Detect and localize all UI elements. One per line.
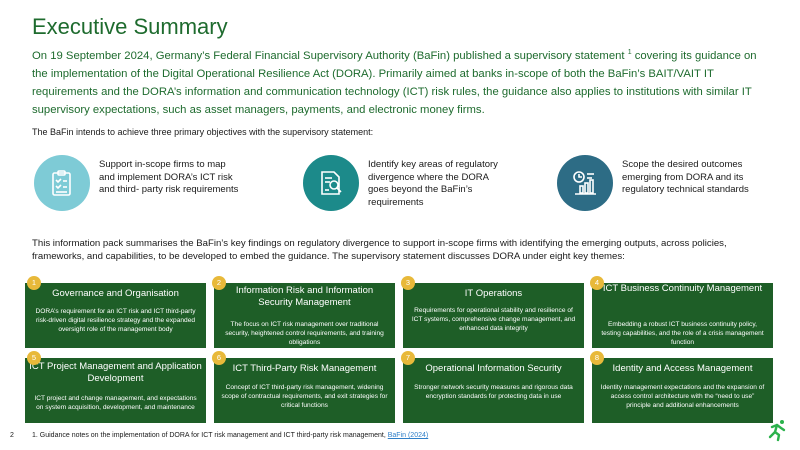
theme-3-description: Requirements for operational stability a…: [411, 307, 576, 332]
theme-6-title: ICT Third-Party Risk Management: [232, 363, 377, 374]
dashboard-chart-icon: [557, 155, 613, 211]
running-figure-logo-icon: [765, 418, 789, 447]
page-number: 2: [10, 432, 14, 439]
theme-1-number-badge: 1: [27, 276, 41, 290]
theme-7-title: Operational Information Security: [425, 363, 562, 374]
theme-5-description: ICT project and change management, and e…: [34, 395, 197, 411]
intro-part1: On 19 September 2024, Germany’s Federal …: [32, 49, 628, 62]
theme-4-description: Embedding a robust ICT business continui…: [601, 321, 764, 346]
theme-card-3: IT Operations Requirements for operation…: [403, 283, 584, 348]
theme-2-title: Information Risk and Information Securit…: [235, 285, 374, 308]
footnote-ref[interactable]: 1: [627, 49, 632, 56]
theme-4-number-badge: 4: [590, 276, 604, 290]
objective-2-text: Identify key areas of regulatory diverge…: [368, 159, 498, 208]
intro-paragraph: On 19 September 2024, Germany’s Federal …: [32, 44, 772, 119]
theme-8-title: Identity and Access Management: [612, 363, 753, 374]
objectives-heading: The BaFin intends to achieve three prima…: [32, 127, 374, 137]
theme-1-title: Governance and Organisation: [52, 288, 179, 299]
theme-card-8: Identity and Access Management Identity …: [592, 358, 773, 423]
theme-6-number-badge: 6: [212, 351, 226, 365]
theme-card-2: Information Risk and Information Securit…: [214, 283, 395, 348]
page-title: Executive Summary: [32, 14, 228, 39]
theme-4-title: ICT Business Continuity Management: [602, 283, 763, 294]
theme-5-title: ICT Project Management and Application D…: [29, 361, 202, 384]
theme-card-6: ICT Third-Party Risk Management Concept …: [214, 358, 395, 423]
theme-card-7: Operational Information Security Stronge…: [403, 358, 584, 423]
clipboard-checklist-icon: [34, 155, 90, 211]
theme-3-title: IT Operations: [464, 288, 523, 299]
footnote: 1. Guidance notes on the implementation …: [32, 432, 428, 439]
theme-8-number-badge: 8: [590, 351, 604, 365]
footnote-link[interactable]: BaFin (2024): [387, 432, 429, 439]
objective-1-text: Support in-scope firms to map and implem…: [99, 159, 239, 195]
theme-3-number-badge: 3: [401, 276, 415, 290]
theme-card-4: ICT Business Continuity Management Embed…: [592, 283, 773, 348]
theme-2-number-badge: 2: [212, 276, 226, 290]
footnote-text: 1. Guidance notes on the implementation …: [32, 432, 388, 439]
document-magnifier-icon: [303, 155, 359, 211]
objective-2: Identify key areas of regulatory diverge…: [303, 155, 513, 215]
objective-3: Scope the desired outcomes emerging from…: [557, 155, 767, 215]
theme-6-description: Concept of ICT third-party risk manageme…: [221, 384, 388, 409]
theme-7-number-badge: 7: [401, 351, 415, 365]
objective-1: Support in-scope firms to map and implem…: [34, 155, 244, 215]
intro-part2: covering its guidance on the implementat…: [32, 49, 757, 116]
theme-5-number-badge: 5: [27, 351, 41, 365]
theme-1-description: DORA’s requirement for an ICT risk and I…: [35, 308, 196, 333]
theme-8-description: Identity management expectations and the…: [600, 384, 765, 409]
summary-paragraph: This information pack summarises the BaF…: [32, 238, 727, 262]
theme-2-description: The focus on ICT risk management over tr…: [225, 321, 384, 346]
theme-card-1: Governance and Organisation DORA’s requi…: [25, 283, 206, 348]
objective-3-text: Scope the desired outcomes emerging from…: [622, 159, 749, 195]
theme-7-description: Stronger network security measures and r…: [414, 384, 573, 400]
theme-card-5: ICT Project Management and Application D…: [25, 358, 206, 423]
